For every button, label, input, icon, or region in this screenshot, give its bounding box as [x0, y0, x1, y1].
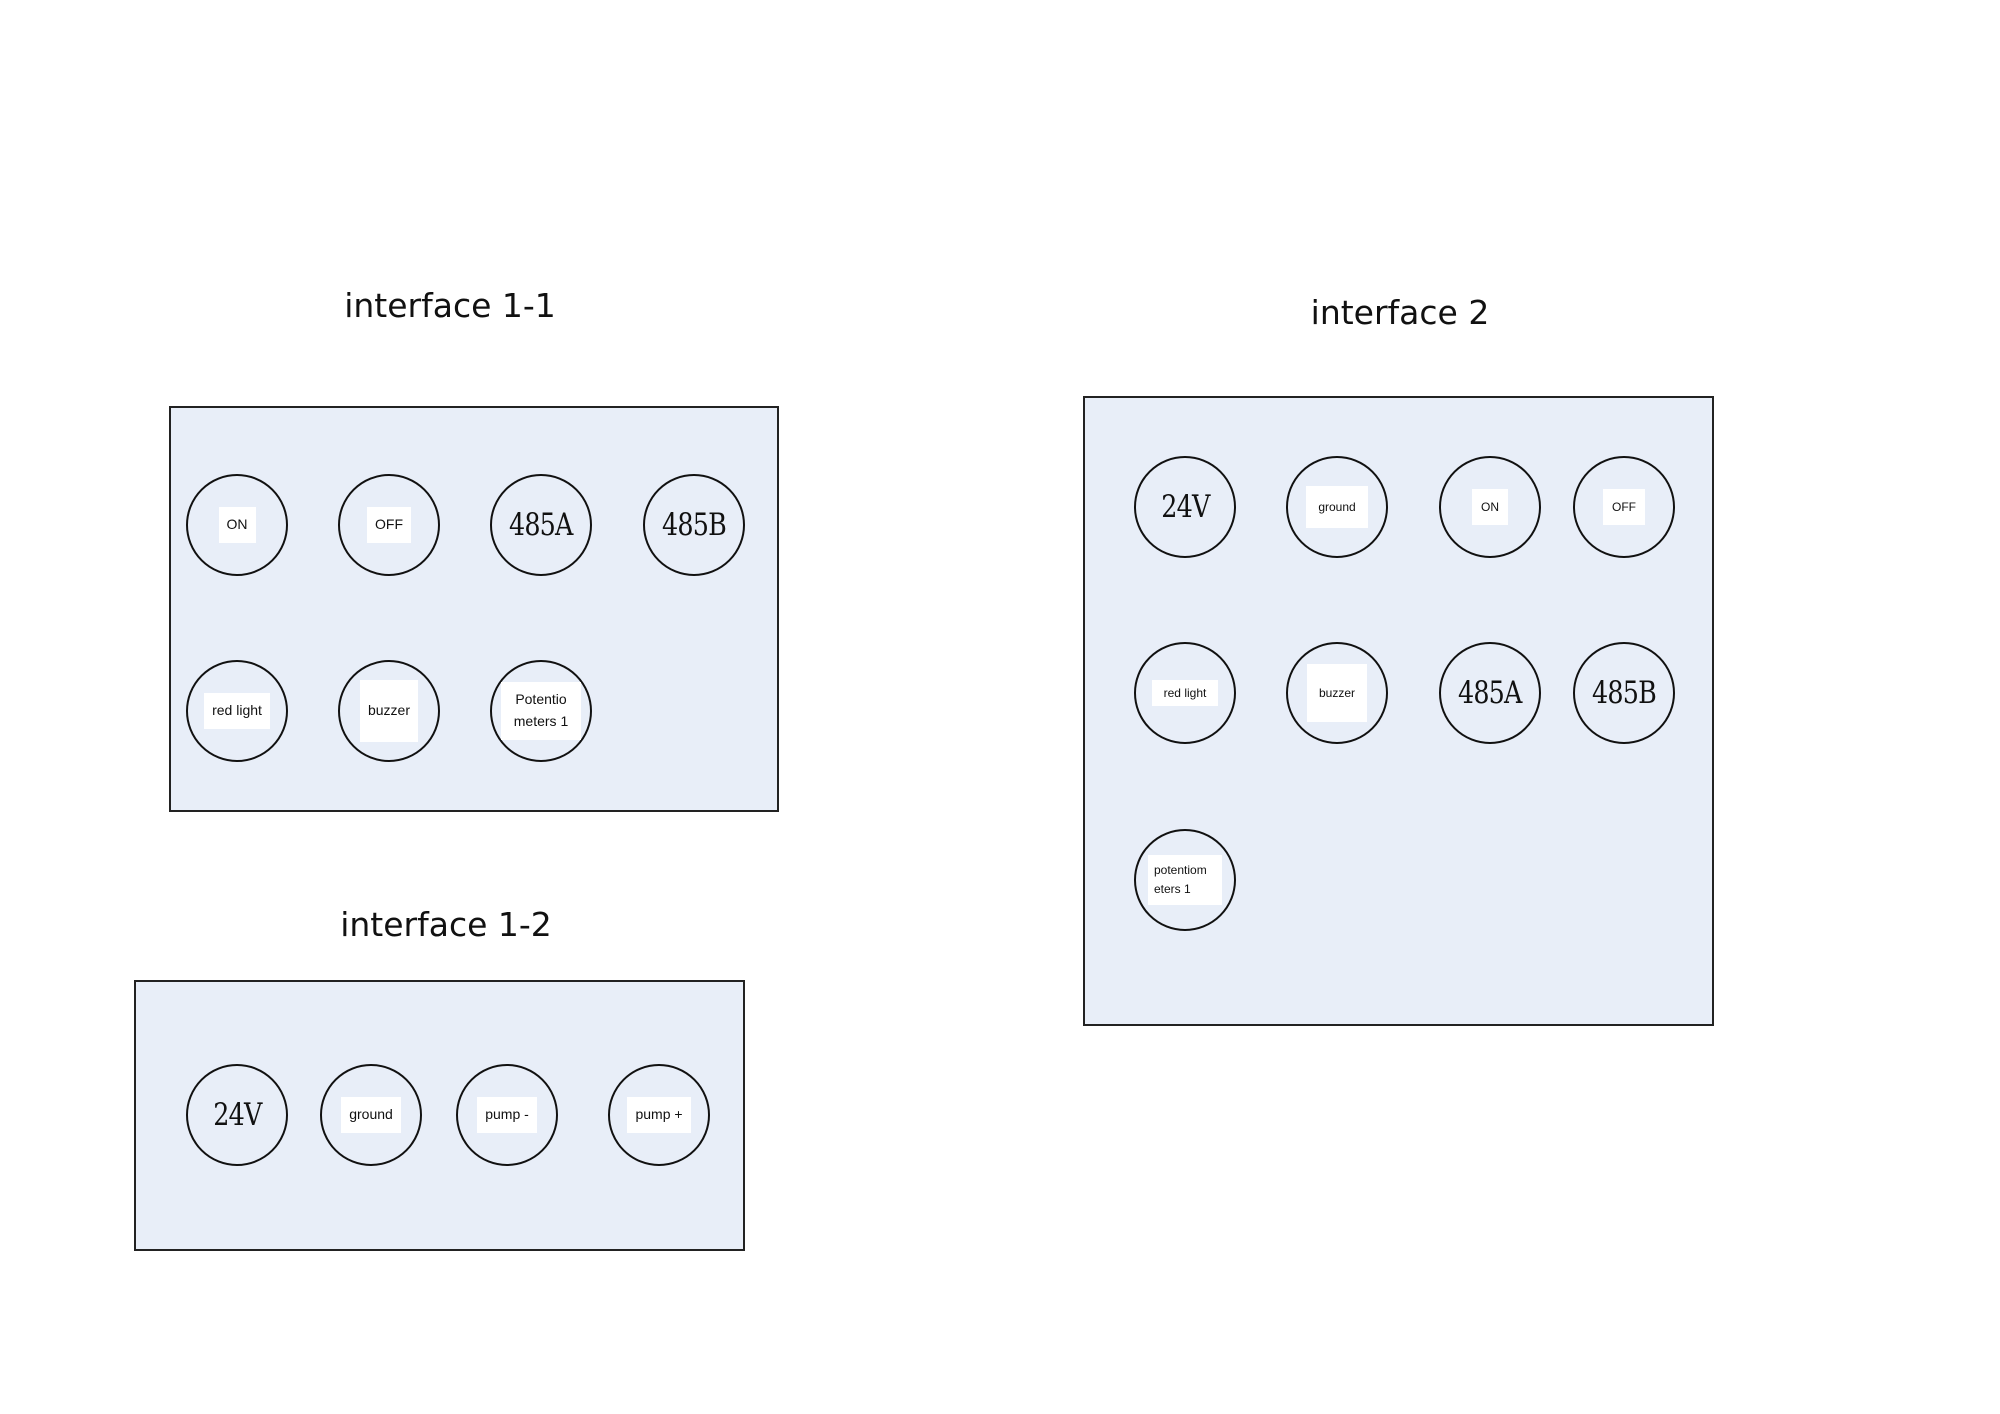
terminal-potentiometers-1: potentiom eters 1: [1134, 829, 1236, 931]
terminal-label: OFF: [1603, 488, 1645, 526]
terminal-label: OFF: [367, 507, 411, 543]
interface-1-1-title: interface 1-1: [344, 286, 556, 325]
terminal-24v: 24V: [186, 1064, 288, 1166]
terminal-label: buzzer: [359, 680, 419, 742]
terminal-24v: 24V: [1134, 456, 1236, 558]
terminal-label: ON: [218, 507, 256, 543]
terminal-label: 24V: [212, 1097, 262, 1133]
terminal-red-light: red light: [186, 660, 288, 762]
terminal-label: pump -: [477, 1097, 537, 1133]
terminal-off: OFF: [338, 474, 440, 576]
terminal-label: ON: [1472, 488, 1508, 526]
terminal-label: 485B: [662, 507, 727, 543]
terminal-label: 485A: [1458, 675, 1522, 711]
terminal-buzzer: buzzer: [338, 660, 440, 762]
terminal-off: OFF: [1573, 456, 1675, 558]
terminal-ground: ground: [320, 1064, 422, 1166]
terminal-485a: 485A: [490, 474, 592, 576]
terminal-label: pump +: [627, 1097, 691, 1133]
terminal-485b: 485B: [1573, 642, 1675, 744]
terminal-pump-minus: pump -: [456, 1064, 558, 1166]
terminal-buzzer: buzzer: [1286, 642, 1388, 744]
terminal-label: ground: [341, 1097, 401, 1133]
terminal-red-light: red light: [1134, 642, 1236, 744]
interface-1-2-title: interface 1-2: [340, 905, 552, 944]
terminal-potentiometers-1: Potentio meters 1: [490, 660, 592, 762]
terminal-on: ON: [1439, 456, 1541, 558]
terminal-label: potentiom eters 1: [1148, 855, 1222, 905]
terminal-label: buzzer: [1306, 663, 1368, 723]
terminal-label: 485A: [509, 507, 573, 543]
terminal-on: ON: [186, 474, 288, 576]
terminal-label: red light: [204, 693, 270, 729]
terminal-485a: 485A: [1439, 642, 1541, 744]
interface-2-title: interface 2: [1310, 293, 1490, 332]
terminal-label: Potentio meters 1: [501, 682, 581, 740]
terminal-485b: 485B: [643, 474, 745, 576]
terminal-pump-plus: pump +: [608, 1064, 710, 1166]
terminal-label: red light: [1151, 679, 1219, 707]
terminal-label: 485B: [1592, 675, 1657, 711]
terminal-label: ground: [1306, 485, 1368, 529]
terminal-label: 24V: [1160, 489, 1210, 525]
terminal-ground: ground: [1286, 456, 1388, 558]
